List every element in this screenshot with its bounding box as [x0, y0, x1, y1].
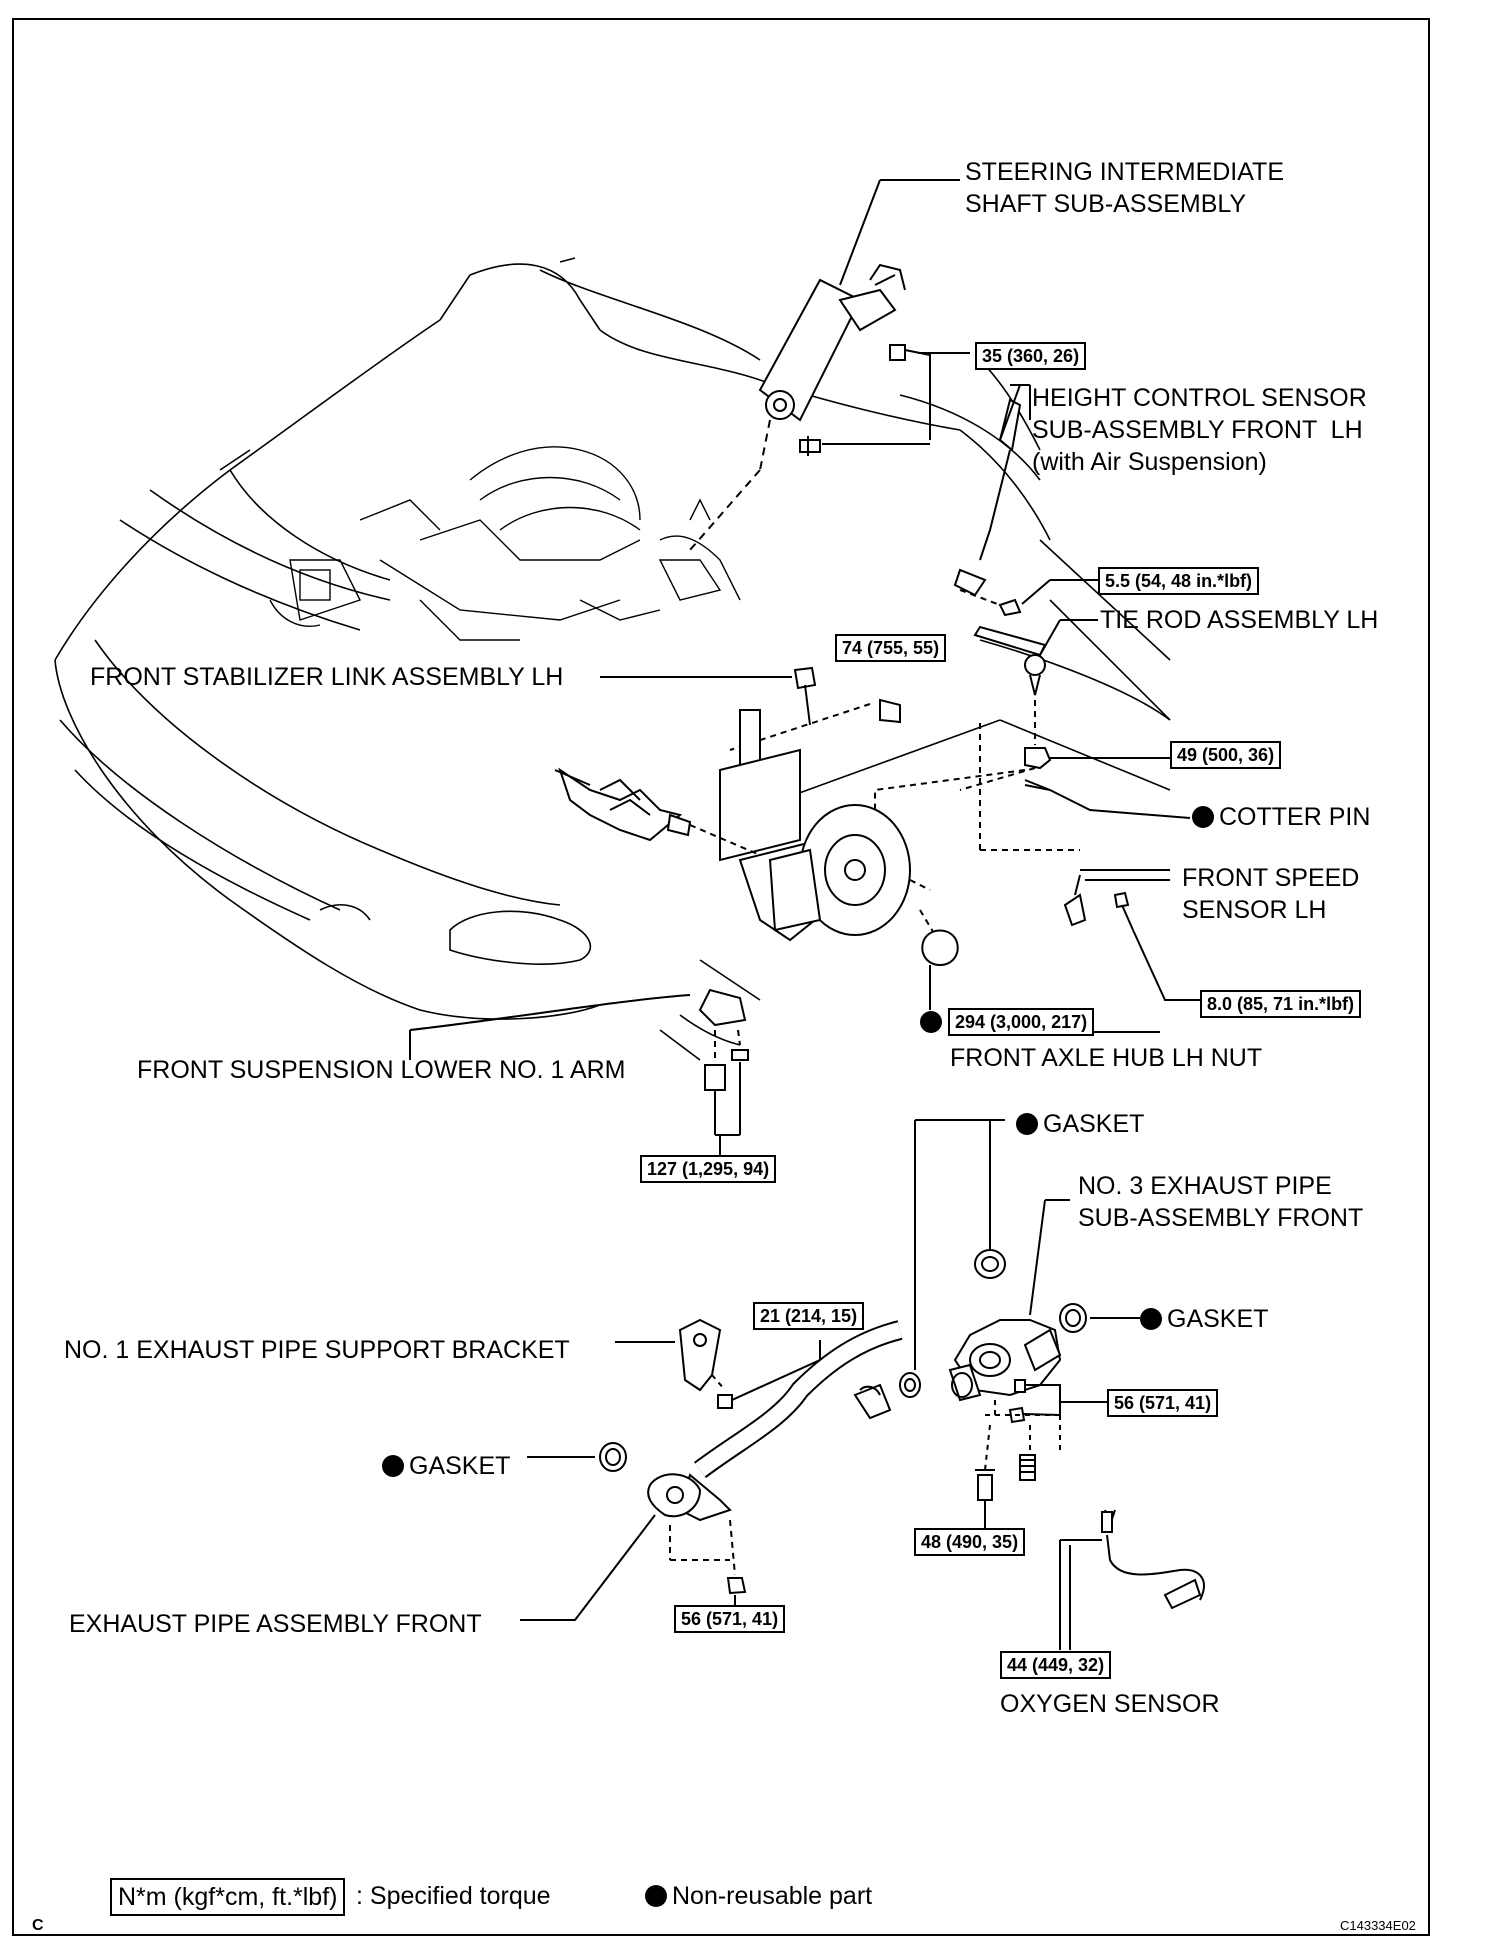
- non-reusable-dot-icon: [645, 1885, 667, 1907]
- label-tie-rod: TIE ROD ASSEMBLY LH: [1100, 606, 1379, 634]
- label-oxygen-sensor: OXYGEN SENSOR: [1000, 1690, 1220, 1718]
- support-bracket-graphic: [615, 1318, 821, 1409]
- gasket-right-text: GASKET: [1167, 1305, 1269, 1333]
- label-lower-arm: FRONT SUSPENSION LOWER NO. 1 ARM: [137, 1056, 626, 1084]
- oxygen-sensor-graphic: [1059, 1509, 1205, 1650]
- label-stabilizer-link: FRONT STABILIZER LINK ASSEMBLY LH: [90, 663, 564, 691]
- torque-no3-exhaust: 56 (571, 41): [1107, 1389, 1219, 1417]
- label-support-bracket: NO. 1 EXHAUST PIPE SUPPORT BRACKET: [64, 1336, 570, 1364]
- height-sensor-graphic: [953, 384, 1098, 617]
- non-reusable-dot-icon: [920, 1011, 942, 1033]
- section-letter: C: [32, 1917, 44, 1934]
- torque-lower-arm: 127 (1,295, 94): [640, 1155, 777, 1183]
- torque-steering: 35 (360, 26): [975, 342, 1087, 370]
- figure-code: C143334E02: [1340, 1918, 1416, 1933]
- non-reusable-dot-icon: [1192, 806, 1214, 828]
- label-no3-exhaust: NO. 3 EXHAUST PIPE SUB-ASSEMBLY FRONT: [1078, 1172, 1364, 1232]
- legend-nonreusable-text: Non-reusable part: [672, 1882, 873, 1910]
- tie-rod-graphic: [874, 619, 1191, 850]
- label-steering-shaft: STEERING INTERMEDIATE SHAFT SUB-ASSEMBLY: [965, 158, 1285, 218]
- label-gasket-right: GASKET: [1140, 1303, 1268, 1335]
- exhaust-pipe-front-graphic: [520, 1320, 903, 1621]
- page-frame: [12, 18, 1430, 1936]
- non-reusable-dot-icon: [1140, 1308, 1162, 1330]
- knuckle-brake-graphic: [554, 709, 1080, 1010]
- torque-support-bracket: 21 (214, 15): [753, 1302, 865, 1330]
- non-reusable-dot-icon: [1016, 1113, 1038, 1135]
- label-front-speed-sensor: FRONT SPEED SENSOR LH: [1182, 864, 1360, 924]
- lower-arm-graphic: [409, 988, 749, 1155]
- torque-exhaust-front: 56 (571, 41): [674, 1605, 786, 1633]
- label-axle-hub-nut: FRONT AXLE HUB LH NUT: [950, 1044, 1263, 1072]
- label-exhaust-front: EXHAUST PIPE ASSEMBLY FRONT: [69, 1610, 482, 1638]
- torque-tie-rod: 49 (500, 36): [1170, 741, 1282, 769]
- torque-speed-sensor: 8.0 (85, 71 in.*lbf): [1200, 990, 1362, 1018]
- torque-bolt-48: 48 (490, 35): [914, 1528, 1026, 1556]
- legend-torque-text: : Specified torque: [356, 1882, 551, 1910]
- torque-oxygen-sensor: 44 (449, 32): [1000, 1651, 1112, 1679]
- torque-height-sensor: 5.5 (54, 48 in.*lbf): [1098, 567, 1260, 595]
- non-reusable-dot-icon: [382, 1455, 404, 1477]
- torque-hub-wrapper: [920, 1006, 947, 1038]
- label-cotter-pin: COTTER PIN: [1192, 801, 1370, 833]
- no3-exhaust-graphic: [899, 1119, 1140, 1530]
- callout-lines: [1080, 869, 1170, 1033]
- cotter-pin-text: COTTER PIN: [1219, 803, 1371, 831]
- stabilizer-link-graphic: [600, 666, 901, 751]
- gasket-left-text: GASKET: [409, 1452, 511, 1480]
- legend-torque-unit: N*m (kgf*cm, ft.*lbf): [110, 1878, 346, 1916]
- label-height-sensor: HEIGHT CONTROL SENSOR SUB-ASSEMBLY FRONT…: [1032, 384, 1367, 476]
- engine-sketch: [269, 446, 741, 641]
- label-gasket-top: GASKET: [1016, 1108, 1144, 1140]
- vehicle-outline: [54, 257, 1171, 1061]
- torque-stabilizer: 74 (755, 55): [835, 634, 947, 662]
- torque-hub-nut: 294 (3,000, 217): [948, 1008, 1095, 1036]
- gasket-top-text: GASKET: [1043, 1110, 1145, 1138]
- steering-shaft-graphic: [689, 179, 970, 551]
- legend-nonreusable: Non-reusable part: [645, 1880, 872, 1912]
- speed-sensor-graphic: [1063, 874, 1200, 1001]
- gasket-left-graphic: [527, 1442, 627, 1472]
- label-gasket-left: GASKET: [382, 1450, 510, 1482]
